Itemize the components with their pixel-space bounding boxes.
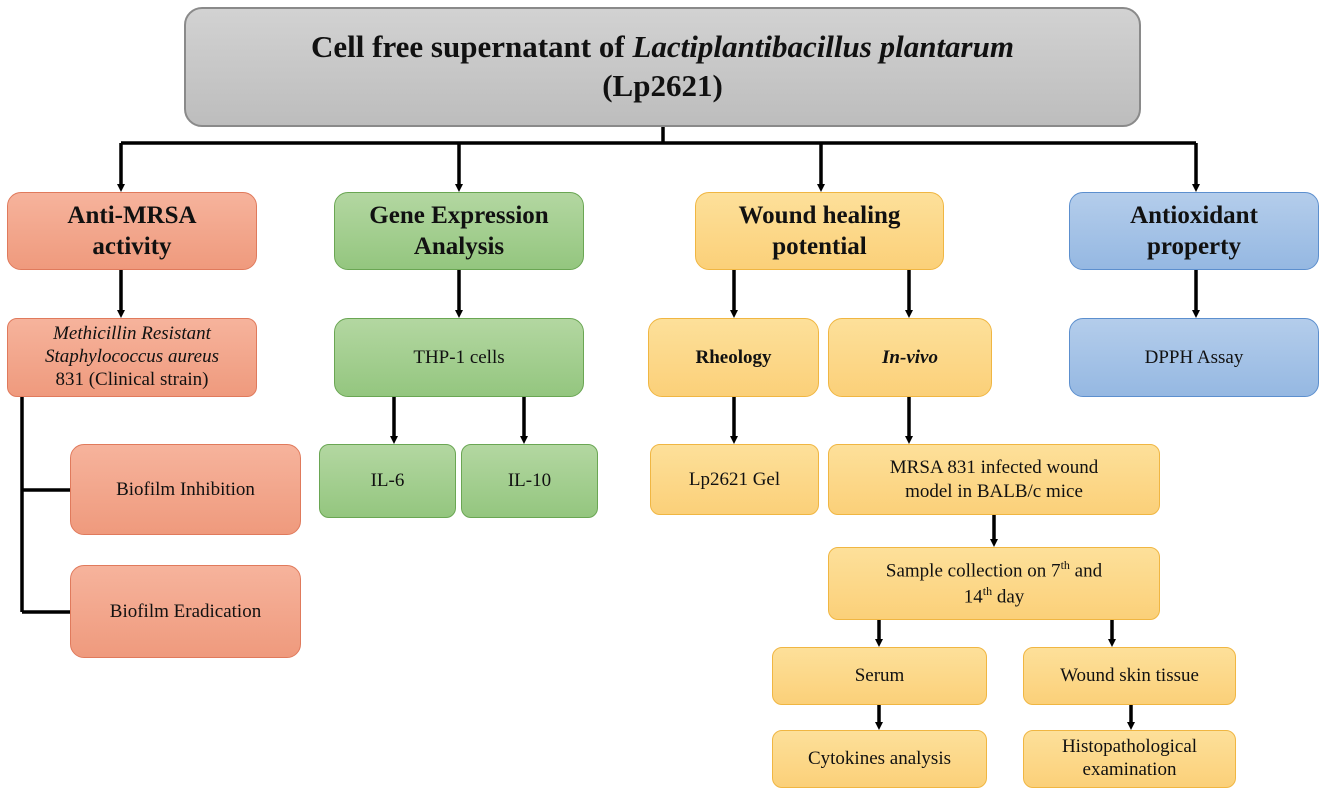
sample-sup-1: th <box>1060 558 1070 573</box>
histopathological-box: Histopathological examination <box>1023 730 1236 788</box>
wound-healing-header: Wound healing potential <box>695 192 944 270</box>
thp1-cells-label: THP-1 cells <box>413 346 505 368</box>
anti-mrsa-header: Anti-MRSA activity <box>7 192 257 270</box>
wound-skin-tissue-box: Wound skin tissue <box>1023 647 1236 705</box>
wound-skin-tissue-label: Wound skin tissue <box>1060 665 1199 687</box>
wound-header-line-1: Wound healing <box>738 201 901 229</box>
thp1-cells-box: THP-1 cells <box>334 318 584 397</box>
cytokines-analysis-box: Cytokines analysis <box>772 730 987 788</box>
antioxidant-header-line-2: property <box>1147 233 1241 260</box>
wound-model-line-1: MRSA 831 infected wound <box>889 456 1099 478</box>
anti-mrsa-header-line-2: activity <box>92 233 172 260</box>
serum-label: Serum <box>854 665 905 687</box>
lp2621-gel-label: Lp2621 Gel <box>688 468 781 490</box>
title-line-1: Cell free supernatant of Lactiplantibaci… <box>311 28 1014 67</box>
antioxidant-header: Antioxidant property <box>1069 192 1319 270</box>
histo-line-1: Histopathological <box>1061 736 1198 758</box>
sample-mid: and <box>1069 560 1103 582</box>
cytokines-analysis-label: Cytokines analysis <box>807 748 952 770</box>
biofilm-inhibition-label: Biofilm Inhibition <box>116 478 255 500</box>
biofilm-eradication-label: Biofilm Eradication <box>109 600 262 622</box>
sample-day-label: day <box>992 585 1025 607</box>
dpph-assay-label: DPPH Assay <box>1144 346 1244 368</box>
wound-model-box: MRSA 831 infected wound model in BALB/c … <box>828 444 1160 515</box>
title-box: Cell free supernatant of Lactiplantibaci… <box>184 7 1141 127</box>
il6-box: IL-6 <box>319 444 456 518</box>
sample-sup-2: th <box>982 583 993 598</box>
gene-header-line-2: Analysis <box>413 233 505 260</box>
serum-box: Serum <box>772 647 987 705</box>
lp2621-gel-box: Lp2621 Gel <box>650 444 819 515</box>
in-vivo-label: In-vivo <box>882 346 938 368</box>
strain-line-2: Staphylococcus aureus <box>45 346 219 368</box>
sample-collection-line-1: Sample collection on 7th and <box>886 558 1102 583</box>
sample-prefix: Sample collection on 7 <box>885 560 1061 582</box>
antioxidant-header-line-1: Antioxidant <box>1130 201 1258 229</box>
rheology-box: Rheology <box>648 318 819 397</box>
mrsa-strain-box: Methicillin Resistant Staphylococcus aur… <box>7 318 257 397</box>
biofilm-inhibition-box: Biofilm Inhibition <box>70 444 301 535</box>
title-line-2: (Lp2621) <box>602 68 723 103</box>
sample-collection-line-2: 14th day <box>964 584 1025 609</box>
wound-header-line-2: potential <box>772 233 867 260</box>
rheology-label: Rheology <box>695 346 772 368</box>
strain-line-3: 831 (Clinical strain) <box>55 368 209 390</box>
strain-line-1: Methicillin Resistant <box>53 323 211 345</box>
il6-label: IL-6 <box>370 470 405 492</box>
sample-day-14: 14 <box>963 585 983 607</box>
title-species: Lactiplantibacillus plantarum <box>632 29 1014 65</box>
title-prefix: Cell free supernatant of <box>311 29 633 65</box>
gene-expression-header: Gene Expression Analysis <box>334 192 584 270</box>
in-vivo-box: In-vivo <box>828 318 992 397</box>
il10-label: IL-10 <box>507 470 552 492</box>
anti-mrsa-header-line-1: Anti-MRSA <box>67 201 197 229</box>
il10-box: IL-10 <box>461 444 598 518</box>
biofilm-eradication-box: Biofilm Eradication <box>70 565 301 658</box>
dpph-assay-box: DPPH Assay <box>1069 318 1319 397</box>
histo-line-2: examination <box>1082 759 1177 780</box>
sample-collection-box: Sample collection on 7th and 14th day <box>828 547 1160 620</box>
wound-model-line-2: model in BALB/c mice <box>905 480 1083 502</box>
gene-header-line-1: Gene Expression <box>369 201 549 229</box>
